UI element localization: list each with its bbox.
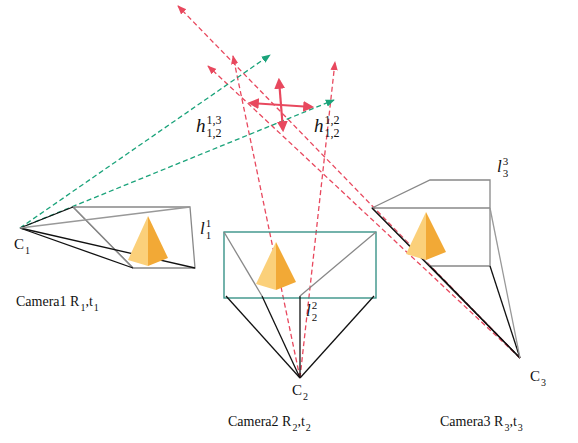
subscript: 2	[303, 392, 308, 402]
superscript: 1,2	[325, 114, 340, 126]
homography-symbol: h	[314, 116, 324, 135]
line-symbol: l	[306, 302, 311, 319]
camera-caption: Camera3 R	[440, 415, 503, 429]
subscript: 1,2	[207, 127, 222, 139]
superscript: 1,3	[207, 114, 222, 126]
camera-center: C	[292, 383, 302, 398]
subscript: 2	[306, 423, 311, 433]
line-symbol: l	[497, 158, 502, 175]
subscript: 1	[80, 303, 85, 313]
superscript: 1	[206, 218, 212, 229]
superscript: 3	[503, 156, 509, 167]
subscript: 1	[25, 246, 30, 256]
camera-caption: ,t	[297, 415, 304, 429]
subscript: 1,2	[325, 127, 340, 139]
ray	[178, 6, 520, 378]
camera-caption: Camera1 R	[16, 295, 79, 309]
camera-frustum	[372, 180, 520, 358]
camera-frustum	[224, 232, 376, 378]
camera-caption: Camera2 R	[228, 415, 291, 429]
subscript: 1	[94, 303, 99, 313]
camera-caption: ,t	[509, 415, 516, 429]
subscript: 2	[292, 423, 297, 433]
camera-caption: ,t	[85, 295, 92, 309]
ray	[20, 55, 334, 228]
camera-center: C	[14, 237, 24, 252]
subscript: 3	[504, 423, 509, 433]
superscript: 2	[312, 300, 318, 311]
camera-center: C	[530, 369, 540, 384]
double-arrow	[250, 80, 312, 130]
homography-symbol: h	[196, 116, 206, 135]
camera-frustum	[20, 207, 195, 268]
subscript: 1	[206, 230, 212, 241]
pyramid-object	[128, 212, 446, 290]
subscript: 3	[518, 423, 523, 433]
subscript: 3	[541, 378, 546, 388]
subscript: 2	[312, 312, 318, 323]
line-symbol: l	[200, 220, 205, 237]
subscript: 3	[503, 168, 509, 179]
